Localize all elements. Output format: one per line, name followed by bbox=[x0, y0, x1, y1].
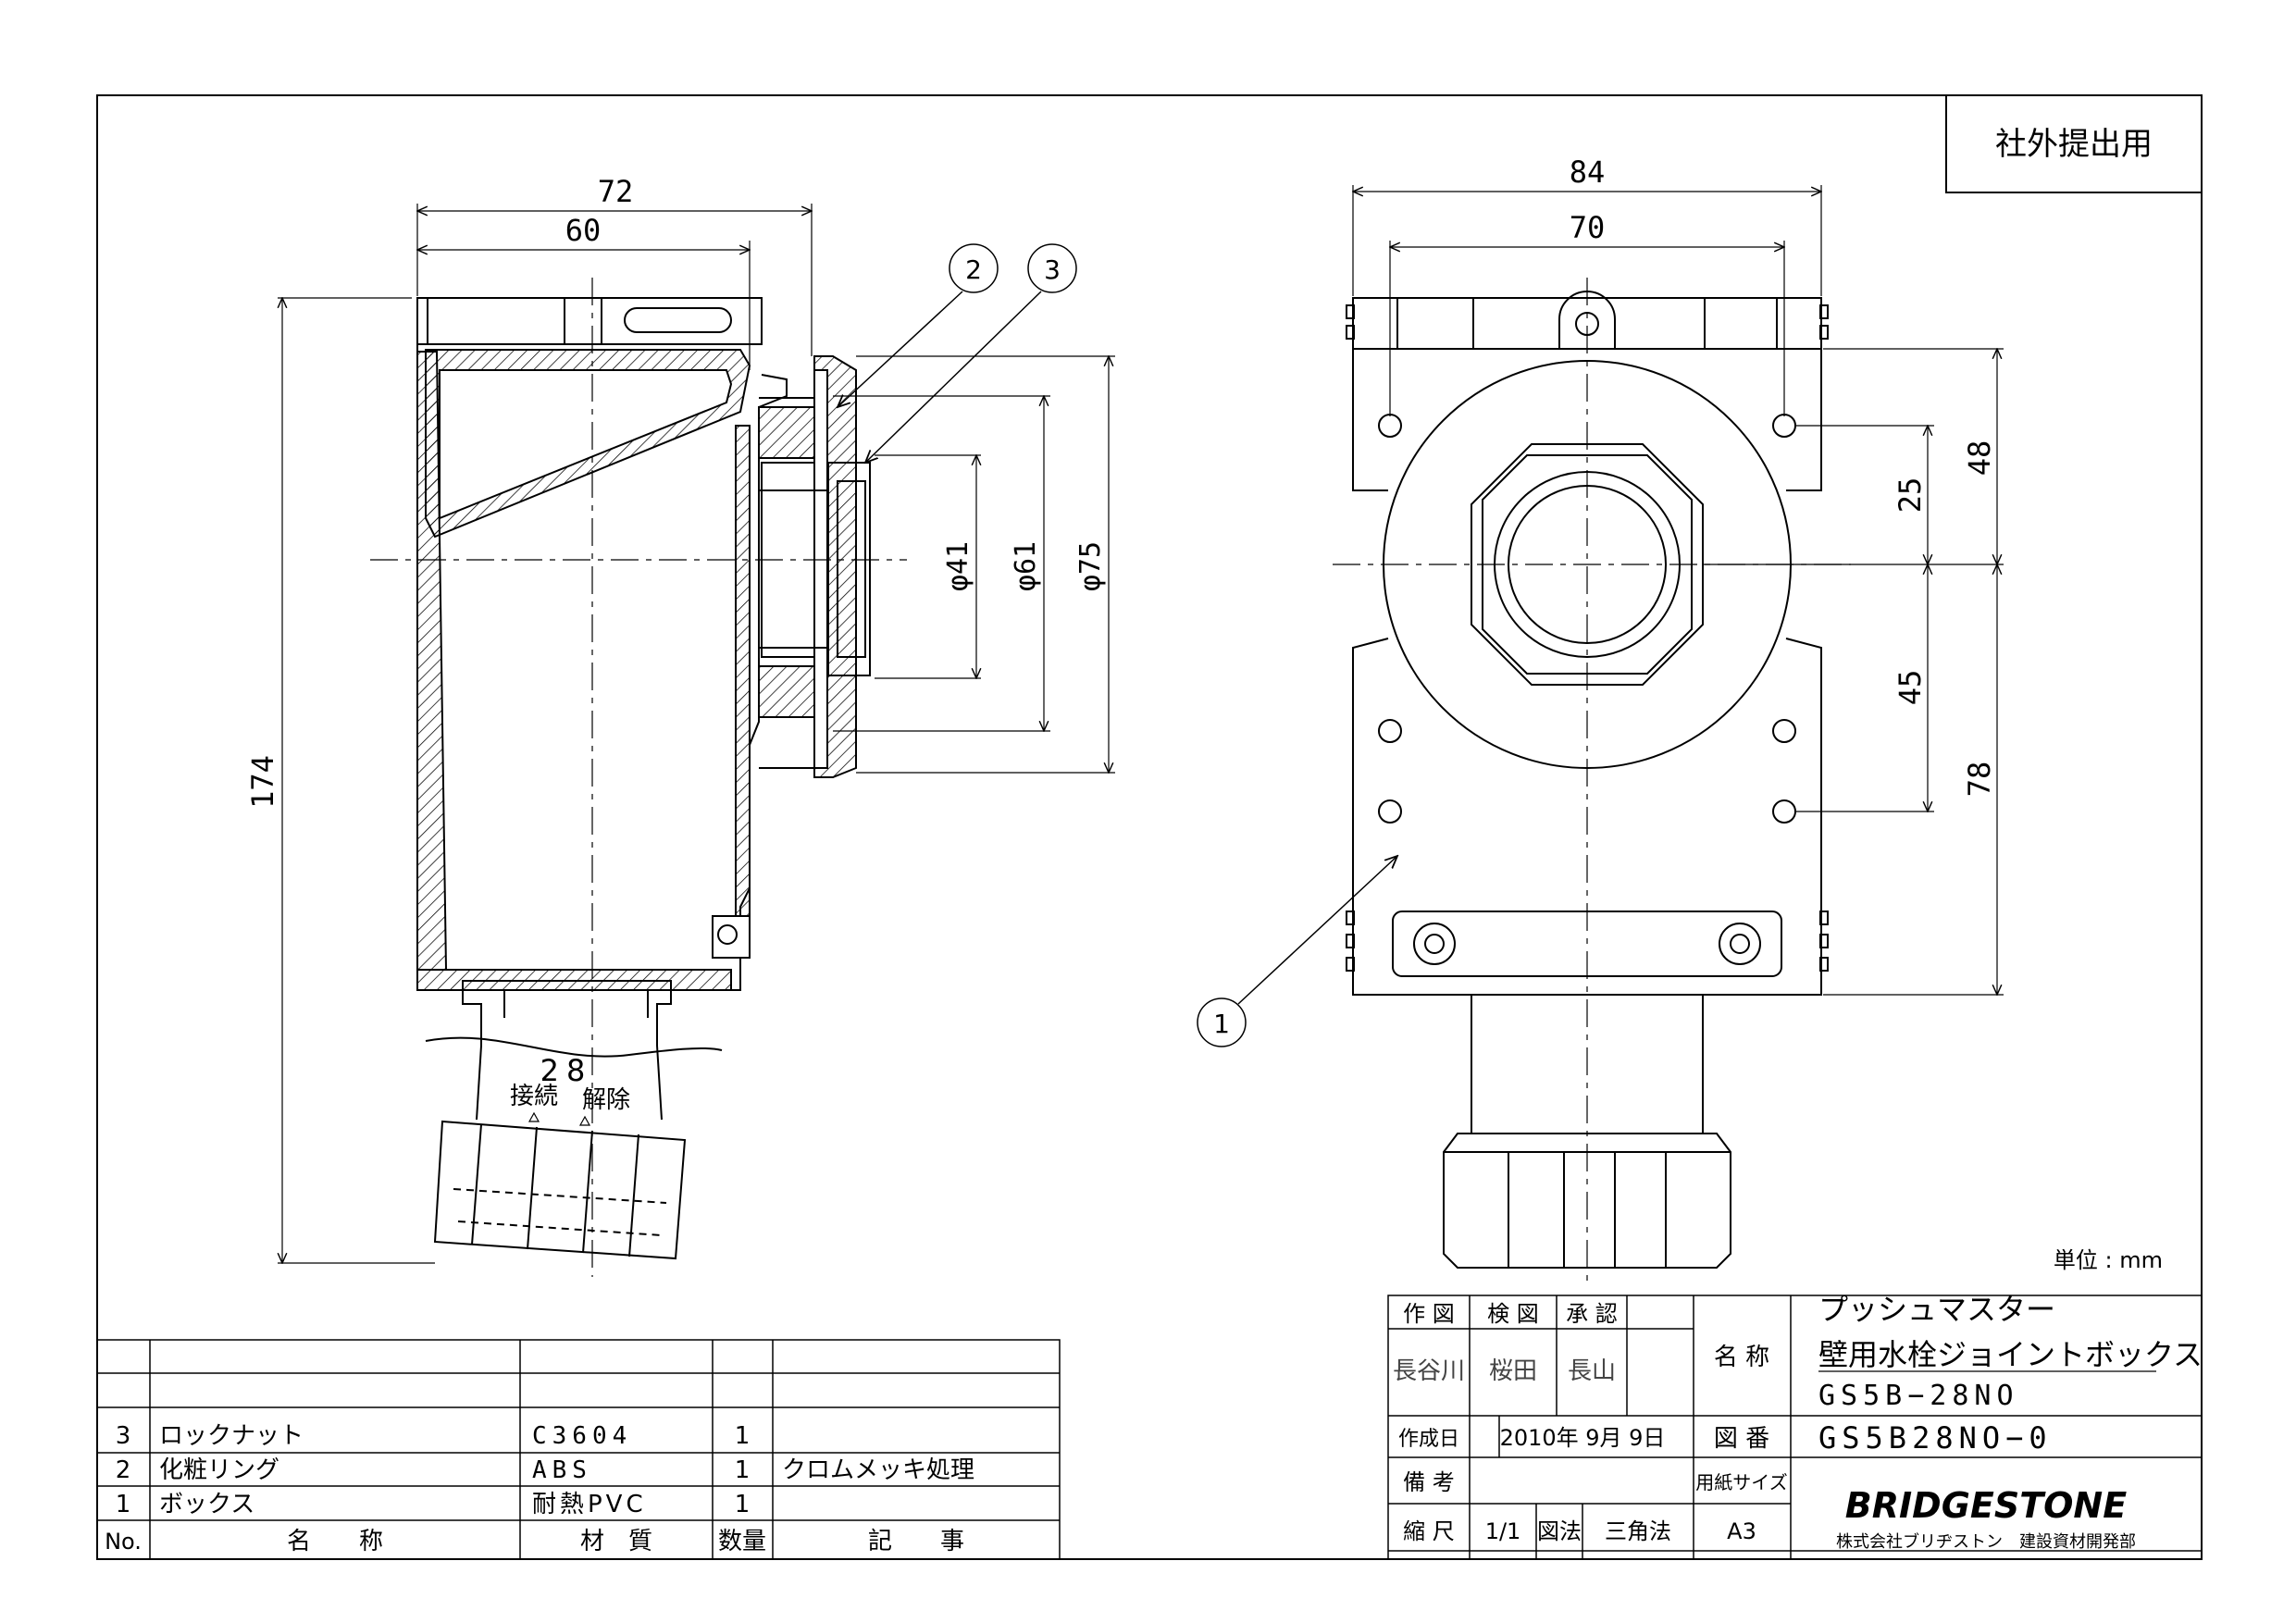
brand-logo: BRIDGESTONE bbox=[1845, 1485, 2127, 1526]
part-no: 1 bbox=[116, 1491, 131, 1518]
tb-approved-label: 承 認 bbox=[1566, 1301, 1618, 1327]
header-material: 材 質 bbox=[580, 1528, 652, 1555]
tb-drawn-signature: 長谷川 bbox=[1393, 1357, 1465, 1385]
dim-diameter-75: φ75 bbox=[1074, 541, 1107, 591]
part-name: 化粧リング bbox=[159, 1456, 279, 1484]
part-no: 3 bbox=[116, 1422, 131, 1450]
dim-diameter-41: φ41 bbox=[942, 541, 974, 591]
tb-company: 株式会社ブリヂストン 建設資材開発部 bbox=[1836, 1531, 2136, 1552]
parts-table-row: 1 ボックス 耐熱PVC 1 bbox=[116, 1491, 751, 1518]
part-material: 耐熱PVC bbox=[532, 1491, 647, 1518]
tb-date: 2010年 9月 9日 bbox=[1500, 1425, 1666, 1451]
tb-product-code: GS5B−28NO bbox=[1818, 1380, 2019, 1412]
dim-front-lower: 78 bbox=[1962, 762, 1997, 798]
part-name: ロックナット bbox=[159, 1422, 304, 1450]
dim-front-upper: 48 bbox=[1962, 440, 1997, 477]
header-name: 名 称 bbox=[287, 1528, 383, 1555]
drawing-frame bbox=[96, 94, 2203, 1560]
connector-connect-label: 接続 bbox=[510, 1083, 558, 1110]
header-qty: 数量 bbox=[718, 1528, 766, 1555]
tb-projection-label: 図法 bbox=[1537, 1518, 1582, 1544]
callout-3-label: 3 bbox=[1044, 254, 1061, 285]
parts-table-header: No. 名 称 材 質 数量 記 事 bbox=[105, 1528, 964, 1555]
tb-projection: 三角法 bbox=[1605, 1518, 1671, 1544]
part-qty: 1 bbox=[735, 1456, 751, 1484]
confidentiality-stamp: 社外提出用 bbox=[1945, 94, 2203, 193]
dim-side-overall-width: 72 bbox=[598, 174, 634, 209]
tb-drawing-no: GS5B28NO−0 bbox=[1818, 1420, 2053, 1456]
tb-paper-size: A3 bbox=[1727, 1518, 1756, 1544]
part-name: ボックス bbox=[159, 1491, 254, 1518]
part-material: ABS bbox=[532, 1456, 592, 1484]
tb-notes-label: 備 考 bbox=[1403, 1469, 1455, 1495]
tb-paper-label: 用紙サイズ bbox=[1695, 1471, 1787, 1493]
part-qty: 1 bbox=[735, 1422, 751, 1450]
callout-1 bbox=[1197, 856, 1397, 1047]
connector-size: 28 bbox=[540, 1053, 593, 1088]
tb-approved-signature: 長山 bbox=[1568, 1357, 1616, 1385]
parts-table-row: 2 化粧リング ABS 1 クロムメッキ処理 bbox=[116, 1456, 974, 1484]
callout-1-label: 1 bbox=[1213, 1009, 1230, 1039]
part-material: C3604 bbox=[532, 1422, 632, 1450]
part-remarks: クロムメッキ処理 bbox=[782, 1456, 974, 1484]
connector-release-label: 解除 bbox=[582, 1086, 630, 1114]
dim-side-height: 174 bbox=[245, 755, 280, 809]
title-block bbox=[1387, 1295, 2203, 1560]
tb-name-label: 名 称 bbox=[1714, 1344, 1769, 1371]
tb-drawing-no-label: 図 番 bbox=[1714, 1425, 1769, 1453]
tb-drawn-label: 作 図 bbox=[1403, 1301, 1455, 1327]
callout-3 bbox=[865, 243, 1077, 463]
tb-scale: 1/1 bbox=[1485, 1518, 1521, 1544]
dim-front-overall-width: 84 bbox=[1570, 155, 1606, 190]
units-note: 単位 : mm bbox=[2054, 1247, 2163, 1273]
dim-front-upper-inner: 25 bbox=[1893, 477, 1928, 514]
callout-2 bbox=[838, 243, 999, 407]
tb-checked-signature: 桜田 bbox=[1489, 1357, 1537, 1385]
parts-table-row: 3 ロックナット C3604 1 bbox=[116, 1422, 751, 1450]
tb-scale-label: 縮 尺 bbox=[1403, 1518, 1455, 1544]
tb-date-label: 作成日 bbox=[1398, 1428, 1459, 1451]
header-remarks: 記 事 bbox=[868, 1528, 964, 1555]
tb-product-line1: プッシュマスター bbox=[1818, 1292, 2055, 1327]
stamp-text: 社外提出用 bbox=[1995, 126, 2153, 163]
part-qty: 1 bbox=[735, 1491, 751, 1518]
header-no: No. bbox=[105, 1529, 142, 1555]
dim-front-lower-inner: 45 bbox=[1893, 670, 1928, 706]
dim-front-inner-width: 70 bbox=[1570, 210, 1606, 245]
side-section-view bbox=[370, 278, 907, 1277]
tb-product-line2: 壁用水栓ジョイントボックス bbox=[1818, 1337, 2203, 1372]
callout-2-label: 2 bbox=[965, 254, 982, 285]
front-dimensions bbox=[1353, 185, 2004, 995]
tb-checked-label: 検 図 bbox=[1487, 1301, 1539, 1327]
side-dimensions bbox=[278, 204, 1115, 1263]
connector-arrow-marks bbox=[527, 1111, 591, 1126]
parts-table bbox=[96, 1339, 1061, 1560]
dim-diameter-61: φ61 bbox=[1010, 541, 1042, 591]
part-no: 2 bbox=[116, 1456, 131, 1484]
front-view bbox=[1333, 278, 1851, 1286]
dim-side-inner-width: 60 bbox=[565, 213, 602, 248]
